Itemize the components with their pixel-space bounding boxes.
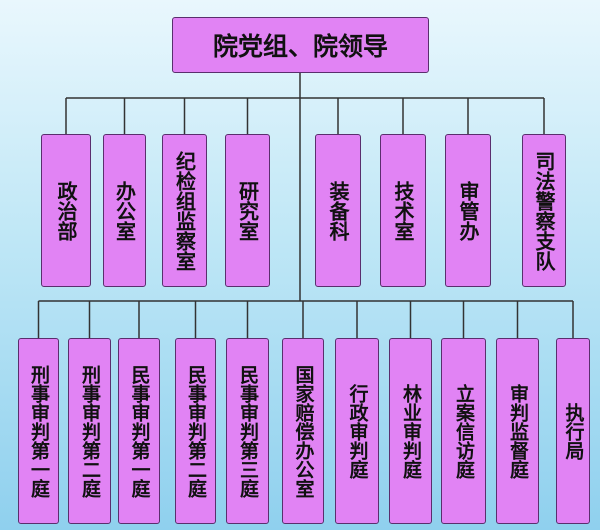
org-node-jijianzu: 纪检组监察室 [162,134,207,287]
org-node-label: 审判监督庭 [507,383,529,479]
org-node-label: 刑事审判第二庭 [79,364,101,498]
org-node-label: 民事审判第二庭 [185,364,207,498]
org-node-label: 行政审判庭 [346,383,369,479]
org-node-label: 立案信访庭 [453,383,475,479]
org-node-label: 国家赔偿办公室 [292,364,315,498]
org-node-shenpanjiandu: 审判监督庭 [496,338,539,524]
org-node-zhuangbeike: 装备科 [315,134,361,287]
org-node-zhixingju: 执行局 [556,338,590,524]
org-node-label: 纪检组监察室 [172,150,197,271]
org-node-xingzheng: 行政审判庭 [335,338,379,524]
org-node-label: 刑事审判第一庭 [28,364,50,498]
org-node-label: 民事审判第一庭 [128,364,151,498]
org-node-label: 政治部 [54,180,78,241]
org-node-guojiapeichang: 国家赔偿办公室 [282,338,324,524]
org-node-label: 研究室 [235,180,260,241]
org-node-shenguanban: 审管办 [445,134,491,287]
root-node: 院党组、院领导 [172,17,429,73]
org-node-label: 技术室 [391,180,415,241]
org-node-sifajingcha: 司法警察支队 [522,134,566,287]
org-node-minshi3: 民事审判第三庭 [226,338,269,524]
org-node-xingshi2: 刑事审判第二庭 [68,338,111,524]
org-node-label: 执行局 [562,402,585,460]
org-node-zhengzhibu: 政治部 [41,134,91,287]
org-node-label: 装备科 [326,180,350,241]
org-node-minshi1: 民事审判第一庭 [118,338,160,524]
org-node-jishushi: 技术室 [380,134,426,287]
root-label: 院党组、院领导 [212,32,388,61]
org-node-yanjiushi: 研究室 [225,134,270,287]
org-node-label: 司法警察支队 [532,150,556,271]
org-node-label: 林业审判庭 [400,383,422,479]
org-node-xingshi1: 刑事审判第一庭 [18,338,59,524]
org-node-label: 办公室 [112,180,137,241]
org-node-minshi2: 民事审判第二庭 [175,338,216,524]
org-node-label: 民事审判第三庭 [237,364,259,498]
org-node-linye: 林业审判庭 [389,338,432,524]
org-node-label: 审管办 [456,180,480,241]
org-node-bangongshi: 办公室 [103,134,146,287]
org-node-lianxinfang: 立案信访庭 [441,338,486,524]
